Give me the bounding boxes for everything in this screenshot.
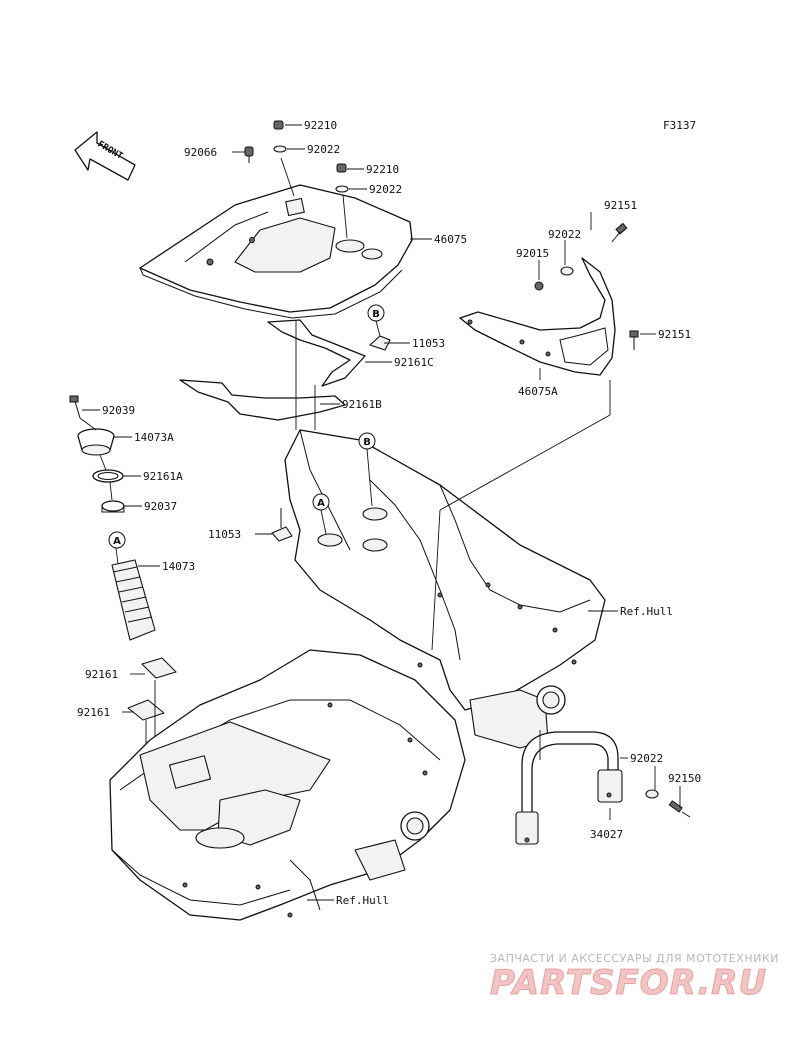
callout-92022-c: 92022 [548,228,581,241]
callout-92161c: 92161C [394,356,434,369]
hose-14073 [111,559,156,641]
ref-hull-lower: Ref.Hull [336,894,389,907]
screw-92151-a [611,222,628,243]
washer-92022-c [560,266,574,276]
ref-mark-a-lower: A [108,531,126,549]
bolt-92210-b [336,163,347,173]
callout-92039: 92039 [102,404,135,417]
callout-92015: 92015 [516,247,549,260]
front-arrow-icon: FRONT [74,131,136,181]
callout-92022-d: 92022 [630,752,663,765]
svg-text:A: A [113,536,121,547]
callout-92151-b: 92151 [658,328,691,341]
callout-14073: 14073 [162,560,195,573]
cover-46075a [459,257,616,376]
callout-92210-a: 92210 [304,119,337,132]
callout-92151-a: 92151 [604,199,637,212]
callout-46075a: 46075A [518,385,558,398]
clip-11053-a [369,335,391,351]
ref-hull-upper: Ref.Hull [620,605,673,618]
callout-92022-a: 92022 [307,143,340,156]
clamp-92037 [101,500,125,513]
callout-11053-b: 11053 [208,528,241,541]
bolt-92066 [244,146,254,163]
washer-92022-b [335,185,349,193]
washer-92022-a [273,145,287,153]
hull-lower-section [109,649,466,921]
callout-92037: 92037 [144,500,177,513]
callout-92161-y: 92161 [77,706,110,719]
gasket-92161c [267,319,366,387]
bolt-92150 [668,800,691,818]
callout-92210-b: 92210 [366,163,399,176]
gasket-92161b [179,379,346,421]
svg-text:B: B [372,309,380,320]
callout-92161b: 92161B [342,398,382,411]
storage-cover-46075 [139,184,413,319]
callout-14073a: 14073A [134,431,174,444]
washer-92022-d [645,789,659,799]
pad-92161-a [141,657,177,679]
ref-mark-b-upper: B [367,304,385,322]
callout-92066: 92066 [184,146,217,159]
callout-92161-x: 92161 [85,668,118,681]
watermark-tagline: ЗАПЧАСТИ И АКСЕССУАРЫ ДЛЯ МОТОТЕХНИКИ [490,952,779,965]
callout-92022-b: 92022 [369,183,402,196]
fitting-14073a [77,428,115,456]
watermark-brand: PARTSFOR.RU [490,963,767,1003]
svg-text:B: B [363,437,371,448]
nut-92015 [534,281,544,291]
ref-mark-a-upper: A [312,493,330,511]
cap-92039 [69,395,81,419]
clip-11053-b [271,508,293,542]
handle-34027 [515,731,623,845]
pad-92161-b [127,699,165,721]
callout-34027: 34027 [590,828,623,841]
callout-92161a: 92161A [143,470,183,483]
gasket-92161a [92,469,124,483]
ref-mark-b-lower: B [358,432,376,450]
svg-text:A: A [317,498,325,509]
callout-92150: 92150 [668,772,701,785]
callout-11053-a: 11053 [412,337,445,350]
screw-92151-b [629,330,639,350]
bolt-92210-a [273,120,284,130]
callout-46075: 46075 [434,233,467,246]
figure-code: F3137 [663,119,696,132]
hull-upper-section [284,429,606,749]
